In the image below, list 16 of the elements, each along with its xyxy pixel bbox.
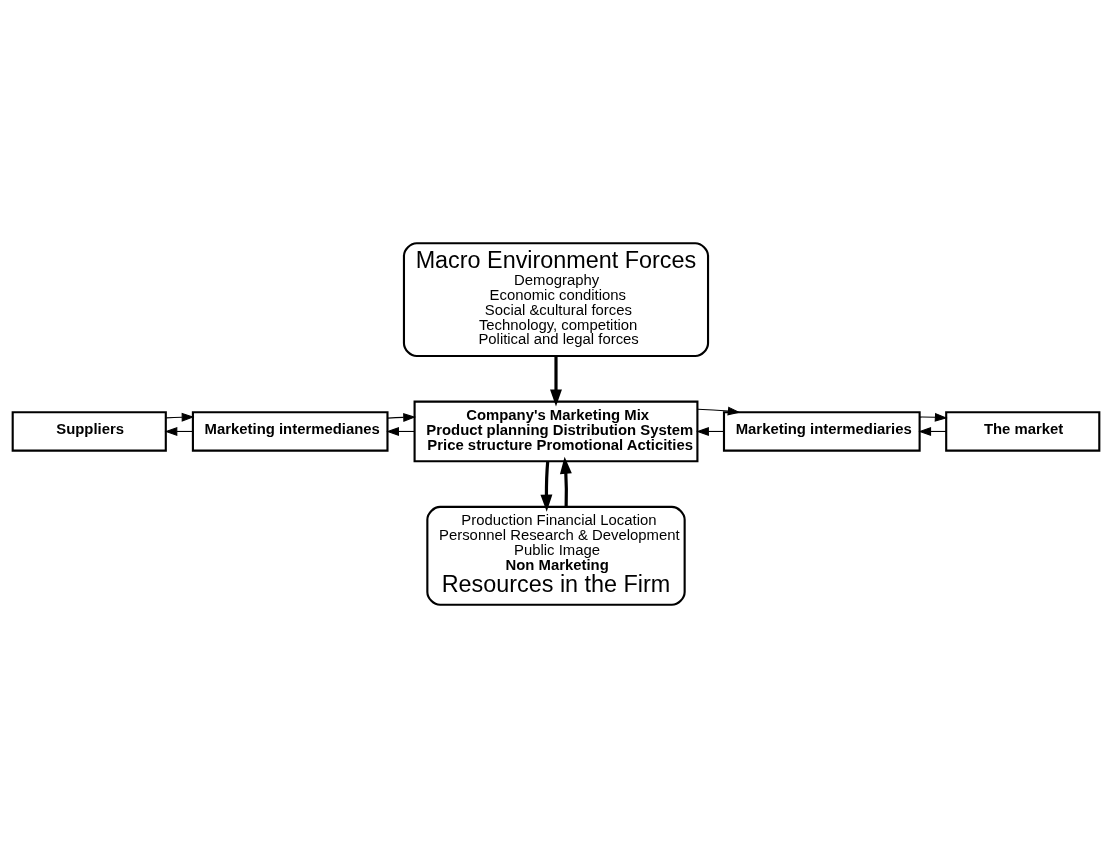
node-box: Macro Environment Forces Demography Economic conditions Social &cultural forces Technology, competition Political and legal forces (402, 242, 710, 357)
arrow (697, 406, 741, 416)
node-box: Marketing intermediaries (722, 411, 921, 452)
arrow (540, 461, 553, 512)
node-box: Production Financial Location Personnel Research & Development Public Image Non Marketing Resources in the Firm (426, 505, 686, 606)
node-box: Suppliers (11, 411, 167, 452)
arrow (550, 356, 562, 407)
node-box: The market (945, 411, 1101, 452)
node-box: Company's Marketing Mix Product planning Distribution System Price structure Promotional Acticities (413, 400, 699, 463)
arrow (918, 426, 947, 436)
arrow (165, 412, 195, 422)
arrow (919, 412, 948, 422)
node-box: Marketing intermedianes (191, 411, 389, 452)
arrow (559, 456, 572, 507)
arrow (387, 412, 416, 422)
arrow (164, 426, 194, 436)
